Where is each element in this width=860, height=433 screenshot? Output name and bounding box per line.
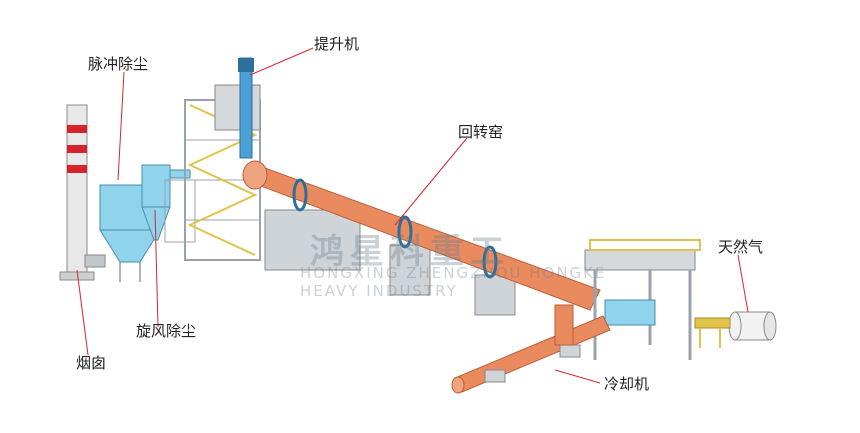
natural-gas-tank (694, 311, 777, 348)
chimney-structure (59, 104, 95, 281)
label-chimney: 烟囱 (76, 354, 107, 372)
label-cyclone: 旋风除尘 (136, 322, 197, 340)
label-cooler: 冷却机 (604, 375, 650, 393)
kiln-supports (264, 209, 516, 316)
kiln-head-platform (584, 239, 701, 360)
label-rotary-kiln: 回转窑 (458, 123, 504, 141)
leader-rotary-kiln (394, 137, 468, 226)
label-natural-gas: 天然气 (718, 238, 764, 256)
leader-cyclone (154, 209, 159, 328)
leader-pulse-dust (117, 71, 125, 181)
label-pulse-dust: 脉冲除尘 (88, 55, 149, 73)
cooler-body (451, 304, 611, 394)
leader-cooler (554, 369, 601, 384)
rotary-kiln-body (242, 160, 601, 311)
leader-chimney (76, 269, 89, 356)
label-elevator: 提升机 (314, 35, 360, 53)
elevator-tower (184, 57, 261, 261)
leader-lines (76, 47, 749, 384)
leader-natural-gas (737, 254, 749, 313)
leader-elevator (249, 47, 314, 76)
cyclone-dust-collector (141, 164, 196, 243)
